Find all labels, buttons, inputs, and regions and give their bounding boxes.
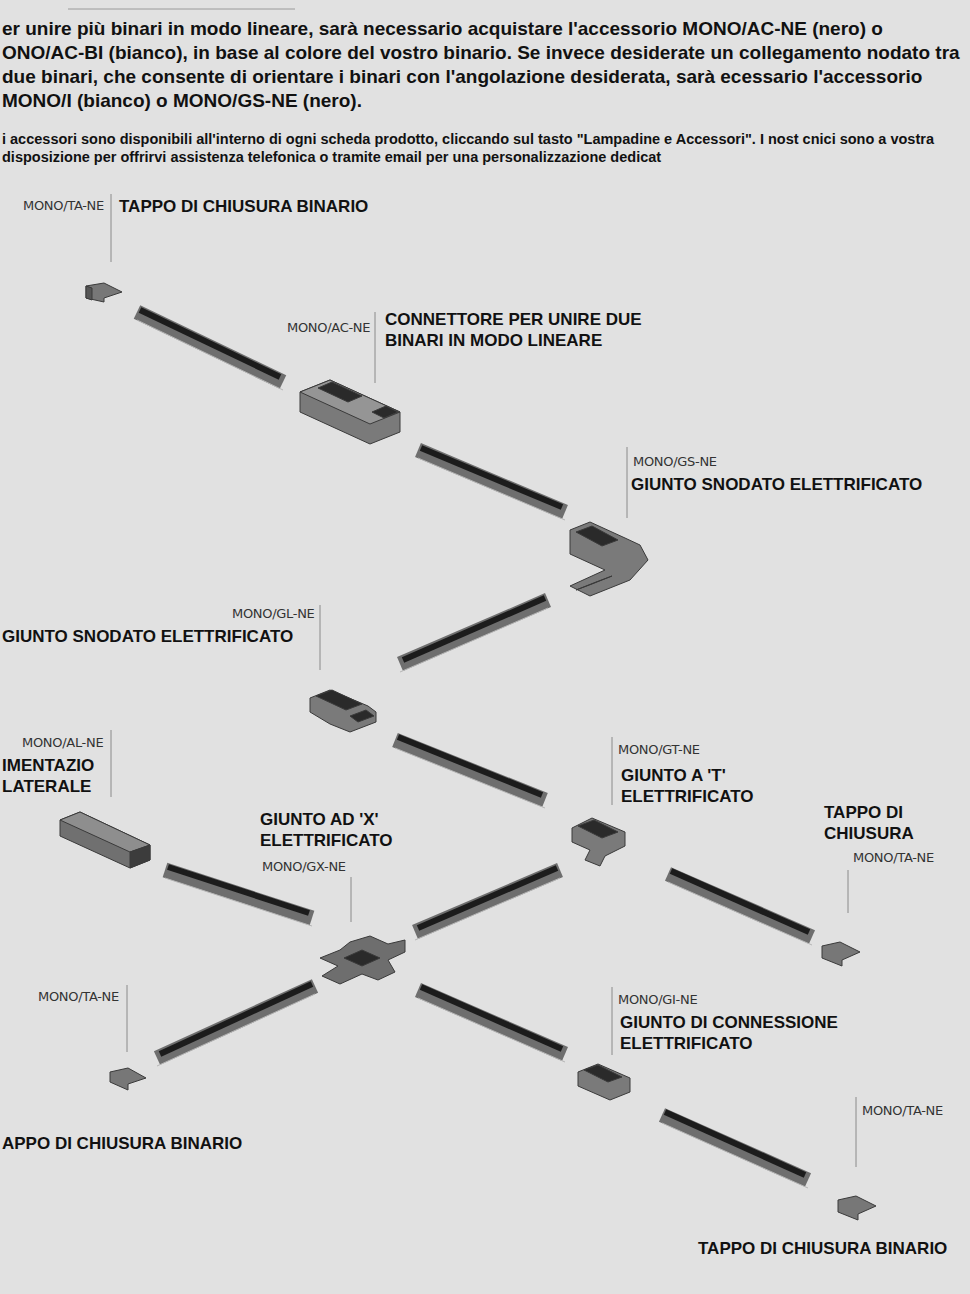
part-name: TAPPO DI CHIUSURA BINARIO xyxy=(119,196,419,217)
part-name: GIUNTO DI CONNESSIONE ELETTRIFICATO xyxy=(620,1012,865,1054)
part-code: MONO/GL-NE xyxy=(232,606,315,621)
part-name: IMENTAZIO LATERALE xyxy=(2,755,106,797)
part-code: MONO/TA-NE xyxy=(862,1103,943,1118)
part-name: GIUNTO AD 'X' ELETTRIFICATO xyxy=(260,809,425,851)
part-code: MONO/AC-NE xyxy=(287,320,370,335)
part-name: GIUNTO SNODATO ELETTRIFICATO xyxy=(631,474,961,495)
part-code: MONO/GS-NE xyxy=(633,454,717,469)
part-code: MONO/AL-NE xyxy=(22,735,103,750)
fittings xyxy=(60,283,876,1220)
part-code: MONO/GT-NE xyxy=(618,742,700,757)
part-code: MONO/TA-NE xyxy=(853,850,934,865)
intro-paragraph: er unire più binari in modo lineare, sar… xyxy=(2,17,964,113)
part-name: TAPPO DI CHIUSURA BINARIO xyxy=(698,1238,966,1259)
part-code: MONO/TA-NE xyxy=(38,989,119,1004)
part-code: MONO/GI-NE xyxy=(618,992,697,1007)
part-name: GIUNTO SNODATO ELETTRIFICATO xyxy=(2,626,318,647)
part-name: TAPPO DI CHIUSURA xyxy=(824,802,934,844)
part-name: GIUNTO A 'T' ELETTRIFICATO xyxy=(621,765,781,807)
part-code: MONO/GX-NE xyxy=(262,859,346,874)
part-name: APPO DI CHIUSURA BINARIO xyxy=(2,1133,272,1154)
part-name: CONNETTORE PER UNIRE DUE BINARI IN MODO … xyxy=(385,309,675,351)
rule xyxy=(68,9,295,10)
rails xyxy=(137,310,812,1188)
part-code: MONO/TA-NE xyxy=(23,198,104,213)
intro-paragraph: i accessori sono disponibili all'interno… xyxy=(2,130,966,166)
